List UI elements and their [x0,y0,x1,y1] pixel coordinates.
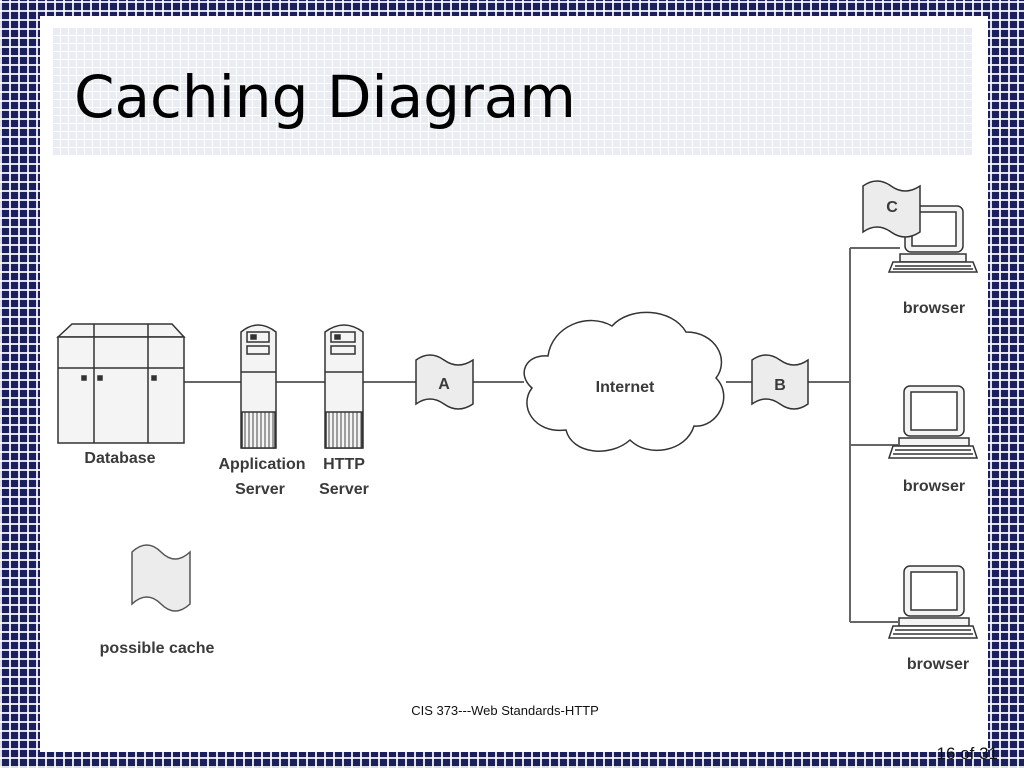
connection-lines [182,247,900,623]
slide-footer: CIS 373---Web Standards-HTTP [411,703,599,718]
http-server-label-line1: HTTP [323,456,365,473]
title-band: Caching Diagram [52,28,972,156]
browser-3-label: browser [907,656,969,673]
http-server-label-line2: Server [319,481,369,498]
cache-c-label: C [886,199,898,216]
possible-cache-legend-icon [131,544,191,612]
internet-cloud-icon [523,311,725,452]
browser-2-label: browser [903,478,965,495]
slide: Caching Diagram [40,16,988,752]
browser-1-label: browser [903,300,965,317]
internet-label: Internet [596,379,655,396]
application-server-label-line1: Application [218,456,305,473]
browser-3-computer-icon [887,565,979,639]
cache-a-icon [415,354,474,410]
slide-title: Caching Diagram [74,63,576,131]
browser-2-computer-icon [887,385,979,459]
application-server-icon [240,324,277,449]
application-server-label-line2: Server [235,481,285,498]
database-icon [56,323,186,444]
cache-b-label: B [774,377,786,394]
http-server-icon [324,324,364,449]
possible-cache-legend-label: possible cache [100,640,215,657]
database-label: Database [84,450,155,467]
cache-a-label: A [438,376,450,393]
cache-b-icon [751,354,809,410]
page-number: 16 of 31 [936,744,998,763]
cache-c-icon [862,180,921,238]
